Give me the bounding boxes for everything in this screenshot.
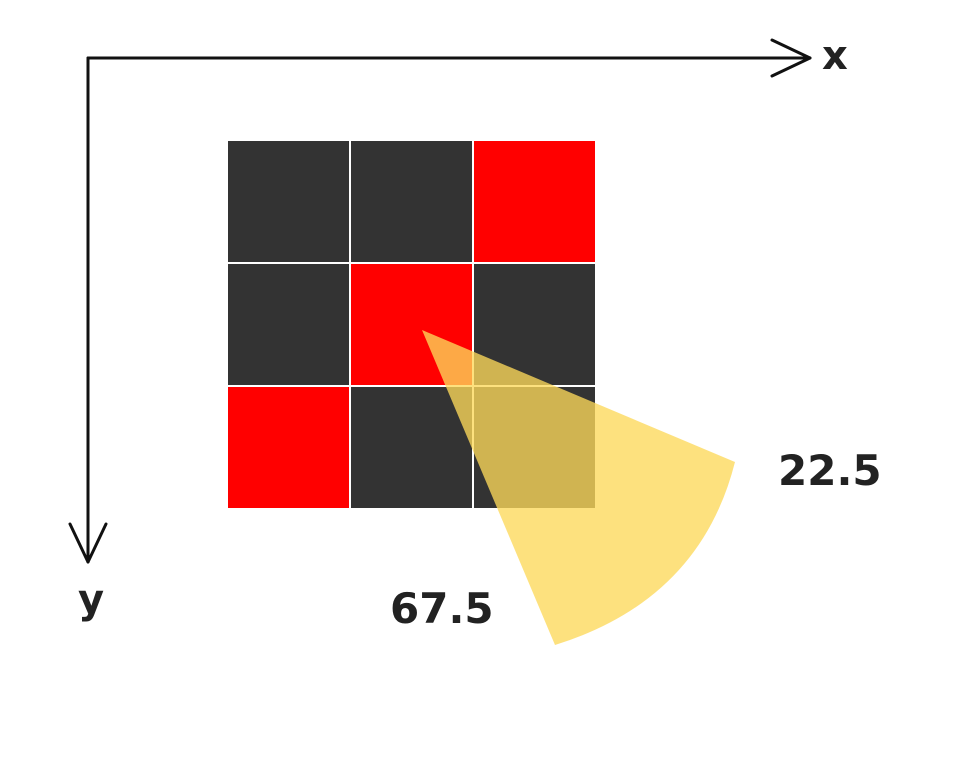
y-axis-label: y xyxy=(78,577,105,623)
grid-cell-r1-c1 xyxy=(228,141,349,262)
x-axis-label: x xyxy=(822,33,848,79)
grid-cell-r3-c1 xyxy=(228,387,349,508)
angle-sector xyxy=(422,330,735,645)
x-axis-arrowhead xyxy=(770,38,812,78)
grid-cell-r1-c3 xyxy=(474,141,595,262)
angle-label-upper: 22.5 xyxy=(778,446,882,495)
angle-label-lower: 67.5 xyxy=(390,584,494,633)
y-axis-arrowhead xyxy=(68,522,108,564)
coordinate-axes xyxy=(68,38,812,564)
grid-cell-r3-c2 xyxy=(351,387,472,508)
grid-cell-r1-c2 xyxy=(351,141,472,262)
grid-cell-r2-c1 xyxy=(228,264,349,385)
